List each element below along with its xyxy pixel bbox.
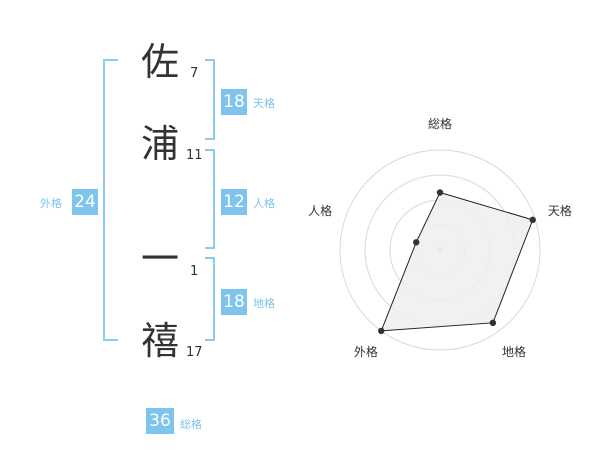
stroke-count-4: 17 bbox=[186, 345, 203, 360]
radar-point-2 bbox=[529, 216, 536, 224]
tenkaku-value: 18 bbox=[221, 89, 247, 115]
chikaku-value: 18 bbox=[221, 289, 247, 315]
name-char-4: 禧 bbox=[141, 319, 180, 363]
jinkaku-label: 人格 bbox=[253, 197, 275, 210]
radar-polygon bbox=[380, 191, 534, 332]
jinkaku-value: 12 bbox=[221, 189, 247, 215]
radar-axis-label-1: 総格 bbox=[428, 116, 452, 131]
gaikaku-label: 外格 bbox=[40, 197, 62, 210]
name-char-1: 佐 bbox=[141, 40, 180, 84]
soukaku-value: 36 bbox=[146, 408, 174, 434]
name-char-3: 一 bbox=[141, 237, 180, 281]
soukaku-label: 総格 bbox=[180, 418, 202, 431]
radar-point-4 bbox=[378, 327, 385, 335]
radar-point-3 bbox=[489, 319, 497, 327]
stroke-count-1: 7 bbox=[190, 66, 199, 81]
stroke-count-3: 1 bbox=[190, 264, 199, 279]
radar-axis-label-3: 地格 bbox=[502, 344, 526, 359]
radar-axis-label-5: 人格 bbox=[308, 203, 332, 218]
chikaku-bracket bbox=[205, 257, 215, 341]
outer-bracket bbox=[103, 59, 118, 341]
stroke-count-2: 11 bbox=[186, 148, 203, 163]
radar-axis-label-4: 外格 bbox=[354, 344, 378, 359]
jinkaku-bracket bbox=[205, 149, 215, 249]
chikaku-label: 地格 bbox=[253, 297, 275, 310]
tenkaku-label: 天格 bbox=[253, 97, 275, 110]
radar-axis-label-2: 天格 bbox=[548, 203, 572, 218]
radar-point-5 bbox=[413, 239, 420, 246]
radar-ring-4 bbox=[339, 149, 541, 351]
gaikaku-value: 24 bbox=[72, 189, 98, 215]
radar-point-1 bbox=[436, 189, 444, 196]
name-char-2: 浦 bbox=[141, 122, 180, 166]
tenkaku-bracket bbox=[205, 59, 215, 140]
